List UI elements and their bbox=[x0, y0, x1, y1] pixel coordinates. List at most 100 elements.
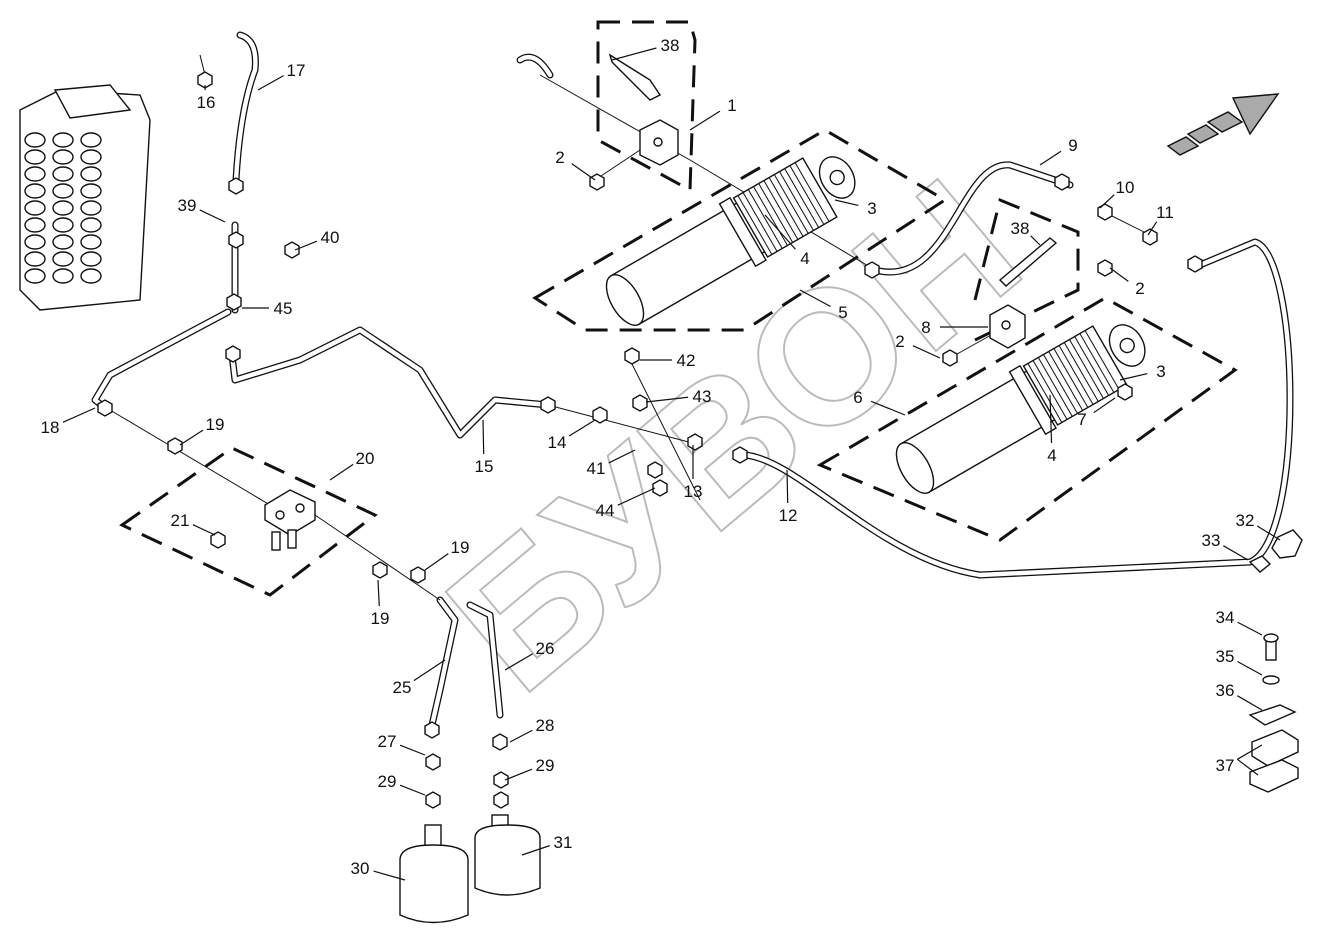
callout-37[interactable]: 37 bbox=[1216, 744, 1263, 776]
callout-5[interactable]: 5 bbox=[799, 289, 848, 322]
callout-13[interactable]: 13 bbox=[684, 445, 703, 501]
callout-21[interactable]: 21 bbox=[171, 511, 216, 536]
callout-40[interactable]: 40 bbox=[294, 228, 340, 251]
callout-32[interactable]: 32 bbox=[1236, 511, 1281, 541]
callout-20[interactable]: 20 bbox=[329, 449, 374, 481]
callout-number: 37 bbox=[1216, 756, 1235, 775]
callout-number: 19 bbox=[371, 609, 390, 628]
callout-26[interactable]: 26 bbox=[504, 639, 554, 671]
callout-number: 45 bbox=[274, 299, 293, 318]
leader-line bbox=[1049, 394, 1053, 444]
callout-44[interactable]: 44 bbox=[596, 487, 656, 520]
callout-29[interactable]: 29 bbox=[378, 772, 426, 796]
callout-45[interactable]: 45 bbox=[242, 299, 292, 318]
leader-line bbox=[257, 75, 284, 91]
control-valve-block-1 bbox=[608, 53, 679, 166]
callout-number: 4 bbox=[1047, 446, 1056, 465]
fitting bbox=[228, 177, 244, 195]
callout-2[interactable]: 2 bbox=[1109, 267, 1145, 298]
callout-17[interactable]: 17 bbox=[257, 61, 306, 91]
callout-28[interactable]: 28 bbox=[509, 716, 555, 743]
callout-number: 28 bbox=[536, 716, 555, 735]
fitting bbox=[225, 345, 241, 363]
fitting bbox=[410, 566, 426, 584]
callout-4[interactable]: 4 bbox=[1047, 394, 1057, 465]
callout-19[interactable]: 19 bbox=[179, 415, 225, 446]
callout-number: 16 bbox=[197, 93, 216, 112]
leader-line bbox=[62, 407, 96, 423]
control-valve-block-8 bbox=[989, 237, 1058, 349]
callout-number: 14 bbox=[548, 433, 567, 452]
callout-33[interactable]: 33 bbox=[1202, 531, 1249, 561]
callout-15[interactable]: 15 bbox=[475, 419, 494, 476]
fitting bbox=[687, 433, 703, 451]
callout-36[interactable]: 36 bbox=[1216, 681, 1263, 711]
callout-14[interactable]: 14 bbox=[548, 419, 596, 452]
fitting bbox=[589, 173, 605, 191]
callout-number: 39 bbox=[178, 196, 197, 215]
leader-line bbox=[1099, 194, 1115, 209]
callout-8[interactable]: 8 bbox=[921, 318, 988, 337]
fitting bbox=[1097, 203, 1113, 221]
clamp-assembly bbox=[1248, 529, 1303, 793]
assembly-boundary-block-20 bbox=[119, 446, 378, 597]
fitting bbox=[167, 437, 183, 455]
callout-38[interactable]: 38 bbox=[1011, 219, 1041, 246]
leader-line bbox=[870, 400, 906, 416]
leader-line bbox=[1093, 397, 1116, 414]
callout-6[interactable]: 6 bbox=[853, 388, 906, 416]
fitting bbox=[1142, 228, 1158, 246]
callout-41[interactable]: 41 bbox=[587, 449, 636, 478]
callout-number: 6 bbox=[853, 388, 862, 407]
callout-39[interactable]: 39 bbox=[178, 196, 226, 223]
callout-number: 11 bbox=[1156, 203, 1174, 222]
callout-number: 3 bbox=[867, 199, 876, 218]
leader-line bbox=[504, 653, 534, 671]
callout-number: 44 bbox=[596, 501, 615, 520]
callout-42[interactable]: 42 bbox=[640, 351, 695, 370]
callout-1[interactable]: 1 bbox=[689, 96, 737, 131]
callout-number: 2 bbox=[555, 148, 564, 167]
callout-12[interactable]: 12 bbox=[779, 469, 798, 525]
callout-9[interactable]: 9 bbox=[1039, 136, 1078, 166]
accumulator-30 bbox=[399, 824, 469, 924]
callout-10[interactable]: 10 bbox=[1099, 178, 1134, 209]
callout-3[interactable]: 3 bbox=[1119, 362, 1166, 381]
callout-2[interactable]: 2 bbox=[895, 332, 941, 359]
callout-19[interactable]: 19 bbox=[371, 579, 390, 628]
callout-43[interactable]: 43 bbox=[645, 387, 712, 406]
callout-19[interactable]: 19 bbox=[424, 538, 469, 571]
fittings bbox=[97, 71, 1203, 809]
callout-31[interactable]: 31 bbox=[521, 833, 573, 856]
callout-18[interactable]: 18 bbox=[41, 407, 96, 437]
callout-16[interactable]: 16 bbox=[197, 84, 216, 112]
leader-line bbox=[1237, 621, 1263, 636]
fitting bbox=[592, 406, 608, 424]
leader-line bbox=[617, 487, 656, 506]
callout-number: 19 bbox=[206, 415, 225, 434]
callout-4[interactable]: 4 bbox=[764, 214, 810, 268]
callout-number: 17 bbox=[287, 61, 306, 80]
callout-number: 40 bbox=[321, 228, 340, 247]
leader-line bbox=[329, 463, 354, 481]
callout-11[interactable]: 11 bbox=[1147, 203, 1174, 236]
callout-number: 43 bbox=[693, 387, 712, 406]
callout-7[interactable]: 7 bbox=[1077, 397, 1116, 429]
callout-number: 1 bbox=[727, 96, 736, 115]
callout-number: 38 bbox=[661, 36, 680, 55]
callout-29[interactable]: 29 bbox=[504, 756, 554, 781]
callout-34[interactable]: 34 bbox=[1216, 608, 1263, 636]
callout-27[interactable]: 27 bbox=[378, 732, 426, 756]
callout-3[interactable]: 3 bbox=[834, 199, 877, 218]
callout-number: 33 bbox=[1202, 531, 1221, 550]
leader-line bbox=[568, 419, 596, 437]
callout-25[interactable]: 25 bbox=[393, 659, 446, 697]
callout-number: 31 bbox=[554, 833, 573, 852]
leader-line bbox=[1237, 744, 1263, 760]
callout-38[interactable]: 38 bbox=[611, 36, 680, 61]
assembly-boundary-valve-1 bbox=[596, 20, 697, 193]
callout-30[interactable]: 30 bbox=[351, 859, 406, 881]
callout-2[interactable]: 2 bbox=[555, 148, 596, 181]
callout-35[interactable]: 35 bbox=[1216, 647, 1263, 676]
